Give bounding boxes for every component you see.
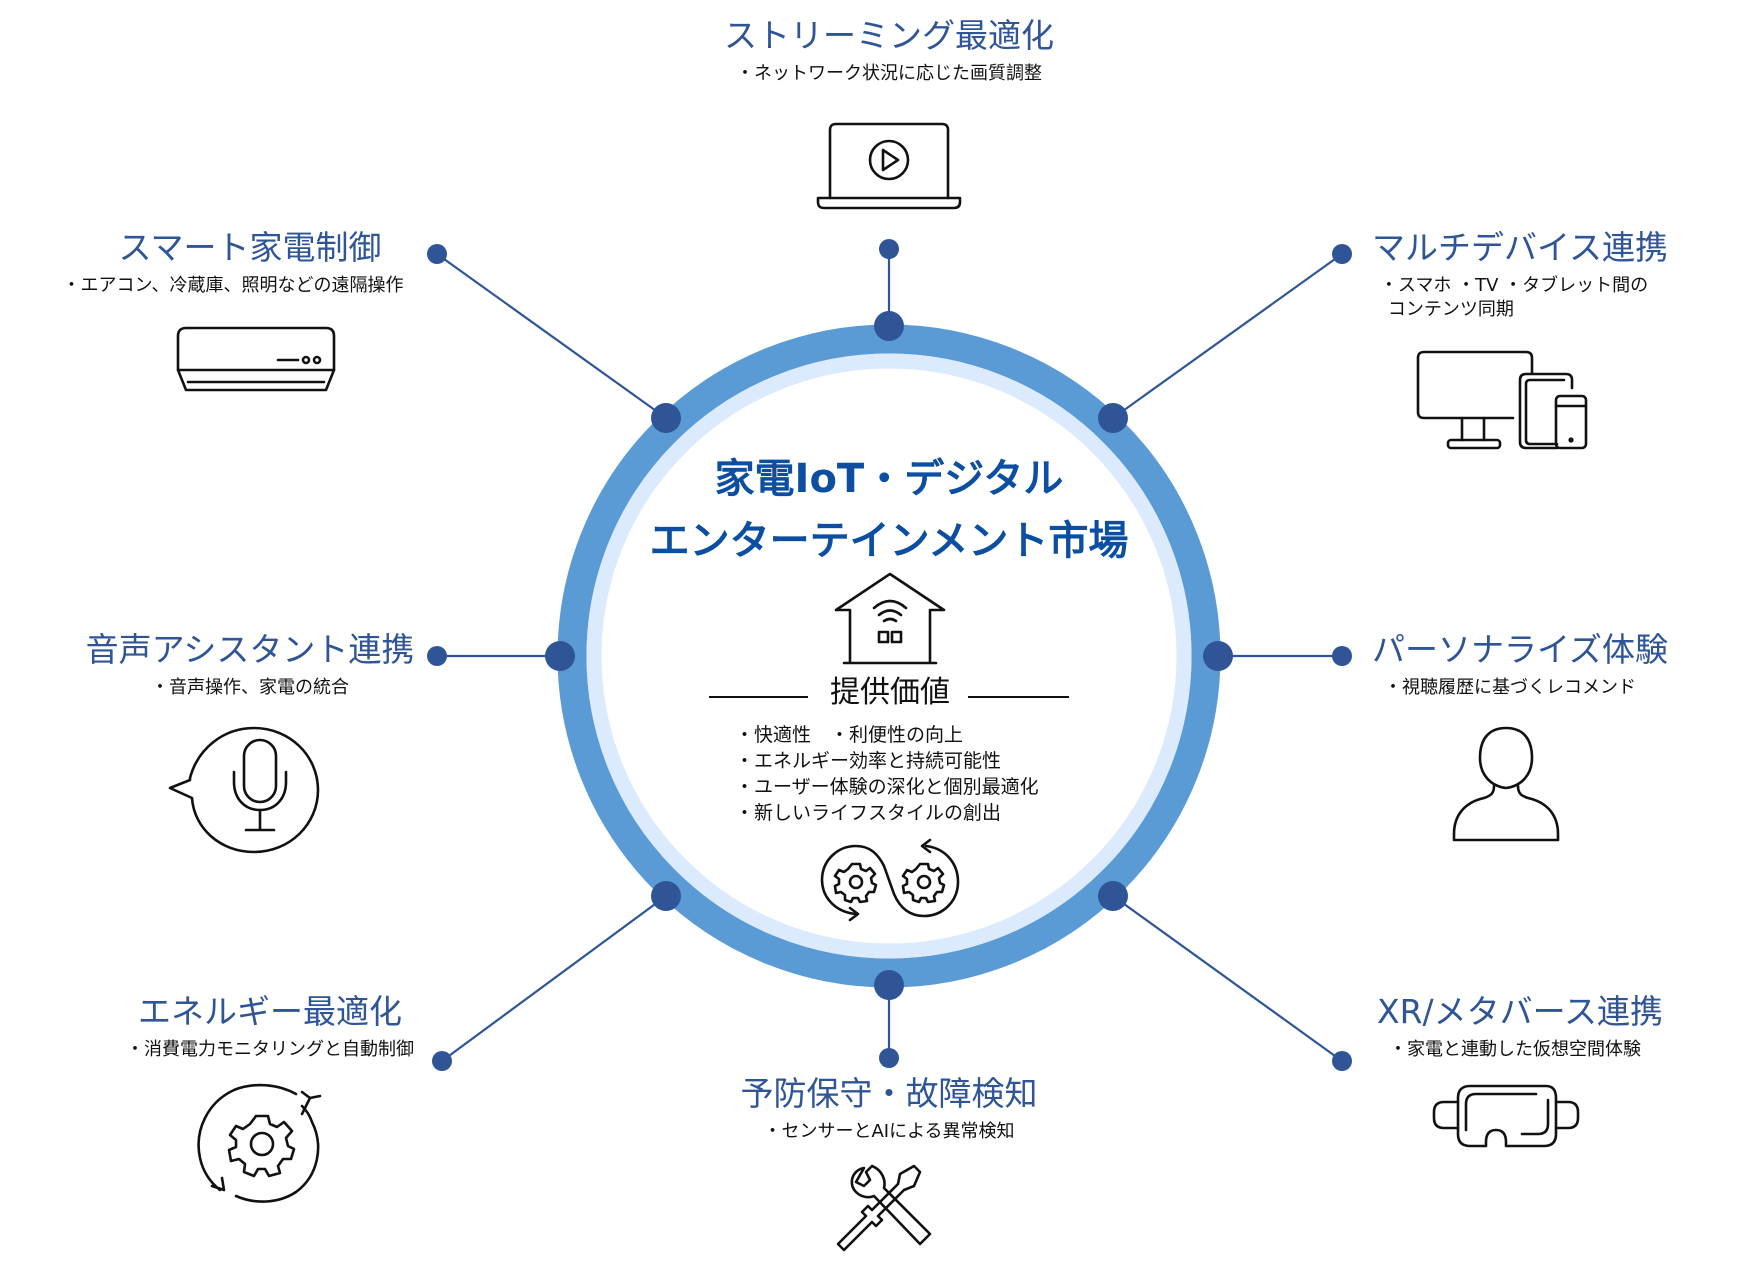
node-desc: ・音声操作、家電の統合 [151, 677, 349, 698]
ring-dots [545, 311, 1233, 1000]
center-title-line1: 家電IoT・デジタル [714, 456, 1064, 502]
node-title: マルチデバイス連携 [1371, 228, 1668, 267]
node-desc: ・消費電力モニタリングと自動制御 [126, 1039, 414, 1060]
center-title-line2: エンターテインメント市場 [649, 518, 1129, 564]
center-title: 家電IoT・デジタル エンターテインメント市場 [589, 448, 1189, 572]
node-desc: ・家電と連動した仮想空間体験 [1389, 1039, 1641, 1060]
node-desc: ・ネットワーク状況に応じた画質調整 [736, 63, 1042, 84]
node-multi-device: マルチデバイス連携 ・スマホ ・TV ・タブレット間の コンテンツ同期 [1370, 228, 1670, 322]
node-desc: ・エアコン、冷蔵庫、照明などの遠隔操作 [62, 275, 404, 296]
value-item: ・快適性 ・利便性の向上 [735, 724, 964, 746]
smart-home-icon [834, 572, 946, 665]
inner-ring [586, 353, 1192, 959]
node-desc: ・センサーとAIによる異常検知 [763, 1121, 1015, 1142]
node-title: パーソナライズ体験 [1371, 630, 1668, 669]
node-streaming: ストリーミング最適化 ・ネットワーク状況に応じた画質調整 [689, 16, 1089, 86]
node-title: スマート家電制御 [118, 228, 382, 267]
node-personalize: パーソナライズ体験 ・視聴履歴に基づくレコメンド [1370, 630, 1670, 700]
voice-assistant-icon [168, 726, 320, 854]
node-voice-assistant: 音声アシスタント連携 ・音声操作、家電の統合 [80, 630, 420, 700]
node-smart-appliance-control: スマート家電制御 ・エアコン、冷蔵庫、照明などの遠隔操作 [60, 228, 440, 298]
node-desc: ・視聴履歴に基づくレコメンド [1384, 677, 1636, 698]
multi-device-icon [1416, 350, 1588, 450]
node-predictive-maintenance: 予防保守・故障検知 ・センサーとAIによる異常検知 [689, 1074, 1089, 1144]
gear-cycle-icon [197, 1083, 322, 1203]
node-title: ストリーミング最適化 [724, 16, 1054, 55]
node-title: XR/メタバース連携 [1376, 992, 1663, 1031]
value-list: ・快適性 ・利便性の向上 ・エネルギー効率と持続可能性 ・ユーザー体験の深化と個… [735, 722, 1039, 826]
value-item: ・ユーザー体験の深化と個別最適化 [735, 776, 1039, 798]
value-heading-rule-left [709, 696, 808, 698]
node-title: エネルギー最適化 [138, 992, 402, 1031]
vr-headset-icon [1432, 1084, 1580, 1148]
user-icon [1452, 726, 1560, 842]
endpoint-dots [427, 239, 1352, 1071]
node-energy-optimization: エネルギー最適化 ・消費電力モニタリングと自動制御 [100, 992, 440, 1062]
tools-icon [836, 1164, 932, 1252]
connector-lines [436, 249, 1343, 1062]
node-xr-metaverse: XR/メタバース連携 ・家電と連動した仮想空間体験 [1370, 992, 1670, 1062]
node-title: 音声アシスタント連携 [85, 630, 415, 669]
value-heading-rule-right [968, 696, 1069, 698]
gears-cycle-icon [820, 838, 960, 922]
air-conditioner-icon [176, 326, 336, 392]
node-title: 予防保守・故障検知 [740, 1074, 1038, 1113]
value-item: ・新しいライフスタイルの創出 [735, 802, 1002, 824]
node-desc: ・スマホ ・TV ・タブレット間の コンテンツ同期 [1380, 274, 1648, 322]
value-heading: 提供価値 [830, 675, 950, 710]
node-desc-line: ・スマホ ・TV ・タブレット間の [1379, 275, 1649, 296]
value-item: ・エネルギー効率と持続可能性 [735, 750, 1002, 772]
node-desc-line: コンテンツ同期 [1387, 299, 1514, 320]
laptop-play-icon [816, 122, 962, 210]
